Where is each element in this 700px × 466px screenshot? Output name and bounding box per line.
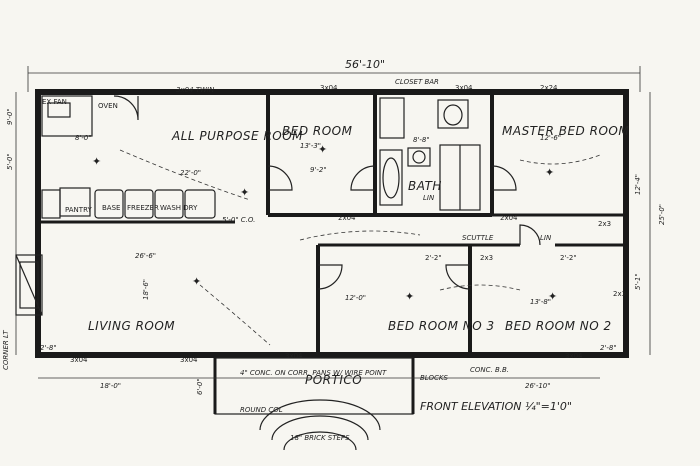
left-dimension: 9'-0" 5'-0" xyxy=(6,92,17,355)
brick-steps-label: 18" BRICK STEPS xyxy=(290,434,350,442)
fireplace xyxy=(15,254,43,316)
svg-text:✦: ✦ xyxy=(318,143,327,156)
bed3-dim: 12'-0" xyxy=(345,294,366,302)
round-col-label: ROUND COL xyxy=(240,406,283,414)
window-13: 2x3 xyxy=(598,220,611,228)
bed-room-2-label: BED ROOM NO 2 xyxy=(505,319,612,333)
kitchen-dim: 8'-0" xyxy=(75,134,92,142)
bed-room-3-label: BED ROOM NO 3 xyxy=(388,319,495,333)
allpurpose-length: 22'-0" xyxy=(180,169,201,177)
left-dim-b: 5'-0" xyxy=(6,153,14,170)
bedroom-label: BED ROOM xyxy=(282,124,353,138)
light-fixtures: ✦ ✦ ✦ ✦ ✦ ✦ ✦ xyxy=(92,143,557,303)
bath-lin-label: LIN xyxy=(423,194,435,202)
window-1: 3x04 xyxy=(320,84,338,92)
left-dim-a: 9'-0" xyxy=(6,108,14,125)
overall-depth-label: 25'-0" xyxy=(658,204,666,225)
window-8: 2x04 xyxy=(338,214,356,222)
window-6: 3x04 xyxy=(285,352,303,360)
svg-text:✦: ✦ xyxy=(240,186,249,199)
window-5: 3x04 xyxy=(180,356,198,364)
window-2: 3x04 xyxy=(455,84,473,92)
svg-text:✦: ✦ xyxy=(192,275,201,288)
svg-text:✦: ✦ xyxy=(548,290,557,303)
bottom-dimension: 18'-0" 26'-10" 2'-8" 2'-8" xyxy=(38,344,617,390)
interior-walls xyxy=(38,95,626,355)
window-14: 2x3 xyxy=(613,290,626,298)
closet-bar-label: CLOSET BAR xyxy=(395,78,439,86)
ex-fan-label: EX FAN xyxy=(42,98,67,106)
right-dimension: 25'-0" 12'-4" 5'-1" xyxy=(634,92,666,355)
bath-label: BATH xyxy=(408,179,442,193)
portico-depth: 6'-0" xyxy=(196,378,204,395)
window-9: 2x04 xyxy=(500,214,518,222)
right-dim-b: 5'-1" xyxy=(634,273,642,290)
master-width: 12'-6" xyxy=(540,134,561,142)
living-length: 26'-6" xyxy=(135,252,156,260)
bed1-small-dim: 13'-3" xyxy=(300,142,321,150)
bottom-dim-3: 2'-8" xyxy=(40,344,57,352)
door-swings xyxy=(113,95,541,290)
twin-window-label: 3x04 TWIN xyxy=(176,86,215,94)
portico xyxy=(213,357,415,451)
oven-label: OVEN xyxy=(98,102,118,110)
window-labels: 3x04 3x04 2x24 3x04 3x04 3x04 3x04 2x04 … xyxy=(70,84,626,364)
all-purpose-room-label: ALL PURPOSE ROOM xyxy=(171,129,303,143)
bedroom-length: 9'-2" xyxy=(310,166,327,174)
window-3: 2x24 xyxy=(540,84,558,92)
lin-label: LIN xyxy=(540,234,552,242)
scuttle-label: SCUTTLE xyxy=(462,234,494,242)
shelf-note: 5'-0" C.O. xyxy=(222,216,255,224)
svg-text:✦: ✦ xyxy=(545,166,554,179)
bottom-dim-4: 2'-8" xyxy=(600,344,617,352)
bottom-dim-2: 26'-10" xyxy=(525,382,550,390)
bath-width: 8'-8" xyxy=(413,136,430,144)
portico-label: PORTICO xyxy=(305,373,362,387)
electrical-lines xyxy=(119,149,601,346)
window-11: 2'-2" xyxy=(560,254,577,262)
window-10: 2'-2" xyxy=(425,254,442,262)
svg-text:✦: ✦ xyxy=(405,290,414,303)
window-12: 2x3 xyxy=(480,254,493,262)
living-room-label: LIVING ROOM xyxy=(88,319,175,333)
front-elevation-label: FRONT ELEVATION ¼"=1'0" xyxy=(420,400,572,413)
freezer-label: FREEZER xyxy=(127,204,159,212)
overall-width-label: 56'-10" xyxy=(345,58,385,71)
porch-note: 4" CONC. ON CORR. PANS W/ WIRE POINT xyxy=(240,369,387,377)
bathroom-fixtures xyxy=(379,97,481,211)
bed2-width: 13'-8" xyxy=(530,298,551,306)
kitchen: EX FAN OVEN PANTRY BASE FREEZER WASH DRY… xyxy=(41,95,216,219)
corner-flag-label: CORNER LT xyxy=(2,330,10,370)
svg-text:✦: ✦ xyxy=(92,155,101,168)
conc-bl-label: CONC. B.B. xyxy=(470,366,509,374)
master-bedroom-label: MASTER BED ROOM xyxy=(502,124,629,138)
living-ceiling: 18'-6" xyxy=(142,279,150,300)
bottom-dim-1: 18'-0" xyxy=(100,382,121,390)
window-7: 3x04 xyxy=(565,352,583,360)
base-label: BASE xyxy=(102,204,120,212)
window-4: 3x04 xyxy=(70,356,88,364)
washer-dryer-label: WASH DRY xyxy=(160,204,198,212)
right-dim-a: 12'-4" xyxy=(634,174,642,195)
overall-width-dimension: 56'-10" xyxy=(27,58,641,92)
pantry-label: PANTRY xyxy=(65,206,92,214)
